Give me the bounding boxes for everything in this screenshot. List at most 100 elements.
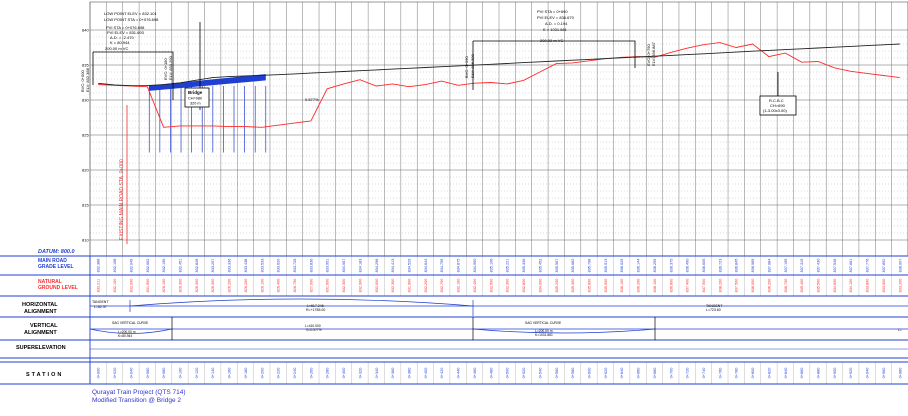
grade-level-value: 838.007 xyxy=(898,259,902,273)
ground-level-value: 832.400 xyxy=(473,279,477,293)
evc-right-sta: EVC: 0+790 xyxy=(646,44,651,66)
grade-level-value: 833.836 xyxy=(309,259,313,273)
pvi-left-ad: A.D. = -2.470 xyxy=(110,35,134,40)
elevation-tick: 810 xyxy=(82,238,89,243)
tangent-right-length: L=723.60 xyxy=(706,308,721,312)
footer-note: Qurayat Train Project (QTS 714) Modified… xyxy=(92,389,186,405)
station-value: 0+300 xyxy=(342,368,346,379)
station-value: 0+240 xyxy=(293,368,297,379)
grade-level-value: 833.336 xyxy=(228,259,232,273)
band-frames xyxy=(0,255,908,385)
superelevation-label: SUPERELEVATION xyxy=(16,345,66,351)
bvc-right-sta: BVC: 0+590 xyxy=(464,56,469,78)
pvi-right-vc: 200.00 m VC xyxy=(540,38,563,43)
grade-level-value: 836.969 xyxy=(751,259,755,273)
ground-level-value: 836.800 xyxy=(669,279,673,293)
ground-level-value: 832.100 xyxy=(457,279,461,293)
station-value: 0+100 xyxy=(179,368,183,379)
ground-level-value: 836.100 xyxy=(653,279,657,293)
footer-project: Qurayat Train Project (QTS 714) xyxy=(92,389,186,396)
elevation-tick: 825 xyxy=(82,133,89,138)
grade-level-value: 832.049 xyxy=(129,259,133,273)
grade-level-value: 835.913 xyxy=(604,259,608,273)
station-value: 0+760 xyxy=(718,368,722,379)
station-value: 0+800 xyxy=(751,368,755,379)
grade-level-value: 835.798 xyxy=(588,259,592,273)
station-value: 0+140 xyxy=(211,368,215,379)
ground-level-value: 836.200 xyxy=(637,279,641,293)
bvc-right-elv: ELV: 836.300 xyxy=(470,53,475,78)
station-value: 0+120 xyxy=(195,368,199,379)
grade-level-value: 837.430 xyxy=(817,259,821,273)
grade-level-value: 837.315 xyxy=(800,259,804,273)
grade-level-value: 836.605 xyxy=(702,259,706,273)
grade-level-value: 834.529 xyxy=(408,259,412,273)
ground-level-value: 832.800 xyxy=(522,279,526,293)
ground-level-value: 833.200 xyxy=(898,279,902,293)
grade-level-value: 834.413 xyxy=(391,259,395,273)
grade-level-value: 832.062 xyxy=(146,259,150,273)
curve-radius: R=+1785.00 xyxy=(306,308,325,312)
grade-level-value: 834.298 xyxy=(375,259,379,273)
ground-level-value: 832.000 xyxy=(129,279,133,293)
grade-level-value: 835.106 xyxy=(489,259,493,273)
ground-level-value: 831.900 xyxy=(146,279,150,293)
grade-level-label: GRADE LEVEL xyxy=(38,264,74,270)
bridge-sta: CH=080 xyxy=(188,97,202,101)
station-value: 0+880 xyxy=(817,368,821,379)
grade-level-value: 833.533 xyxy=(260,259,264,273)
bridge-length: 320 m xyxy=(190,102,201,106)
ground-level-value: 837.500 xyxy=(735,279,739,293)
vertical-alignment-band: SAG VERTICAL CURVE L=200.00 m K=80.944 L… xyxy=(89,317,908,340)
grade-percent: G=0.577% xyxy=(306,328,322,332)
grade-level-value: 837.776 xyxy=(866,259,870,273)
ground-level-value: 837.900 xyxy=(702,279,706,293)
ground-level-value: 826.300 xyxy=(179,279,183,293)
vertical-alignment-label: ALIGNMENT xyxy=(24,330,57,336)
station-value: 0+720 xyxy=(686,368,690,379)
station-value: 0+360 xyxy=(391,368,395,379)
ground-level-value: 834.100 xyxy=(849,279,853,293)
station-value: 0+440 xyxy=(457,368,461,379)
ground-level-value: 836.100 xyxy=(620,279,624,293)
sag-right-label: SAG VERTICAL CURVE xyxy=(525,321,562,325)
bridge-title: Bridge xyxy=(188,90,203,95)
station-value: 0+700 xyxy=(669,368,673,379)
grade-level-value: 833.207 xyxy=(211,259,215,273)
ground-level-value: 836.700 xyxy=(784,279,788,293)
ground-level-value: 835.500 xyxy=(817,279,821,293)
elevation-tick: 840 xyxy=(82,28,89,33)
ground-level-value: 834.000 xyxy=(538,279,542,293)
grade-level-value: 834.067 xyxy=(342,259,346,273)
evc-left-sta: EVC: 0+180 xyxy=(163,58,168,80)
vc-brackets xyxy=(92,22,636,110)
evc-left-elv: ELV: 833.290 xyxy=(168,55,173,80)
station-value: 0+960 xyxy=(882,368,886,379)
pvi-left-vc: 200.00 m VC xyxy=(105,46,128,51)
station-value: 0+980 xyxy=(898,368,902,379)
grade-level-value: 836.144 xyxy=(637,259,641,273)
station-value: 0+320 xyxy=(358,368,362,379)
station-value: 0+660 xyxy=(637,368,641,379)
station-value: 0+380 xyxy=(408,368,412,379)
sag-left-label: SAG VERTICAL CURVE xyxy=(112,321,149,325)
station-value: 0+420 xyxy=(440,368,444,379)
grade-level-value: 835.682 xyxy=(571,259,575,273)
grade-level-value: 836.029 xyxy=(620,259,624,273)
grade-level-value: 836.259 xyxy=(653,259,657,273)
ground-level-value: 835.200 xyxy=(555,279,559,293)
station-value: 0+740 xyxy=(702,368,706,379)
tangent-left-label: TANGENT xyxy=(92,300,109,304)
station-value: 0+000 xyxy=(97,368,101,379)
ground-level-value: 835.600 xyxy=(588,279,592,293)
station-value: 0+580 xyxy=(571,368,575,379)
station-value: 0+400 xyxy=(424,368,428,379)
station-value: 0+680 xyxy=(653,368,657,379)
bridge-deck xyxy=(149,74,266,91)
station-value: 0+460 xyxy=(473,368,477,379)
sag-left-length: L=200.00 m xyxy=(118,330,136,334)
ground-level-value: 832.900 xyxy=(358,279,362,293)
station-value: 0+540 xyxy=(538,368,542,379)
station-value: 0+260 xyxy=(309,368,313,379)
